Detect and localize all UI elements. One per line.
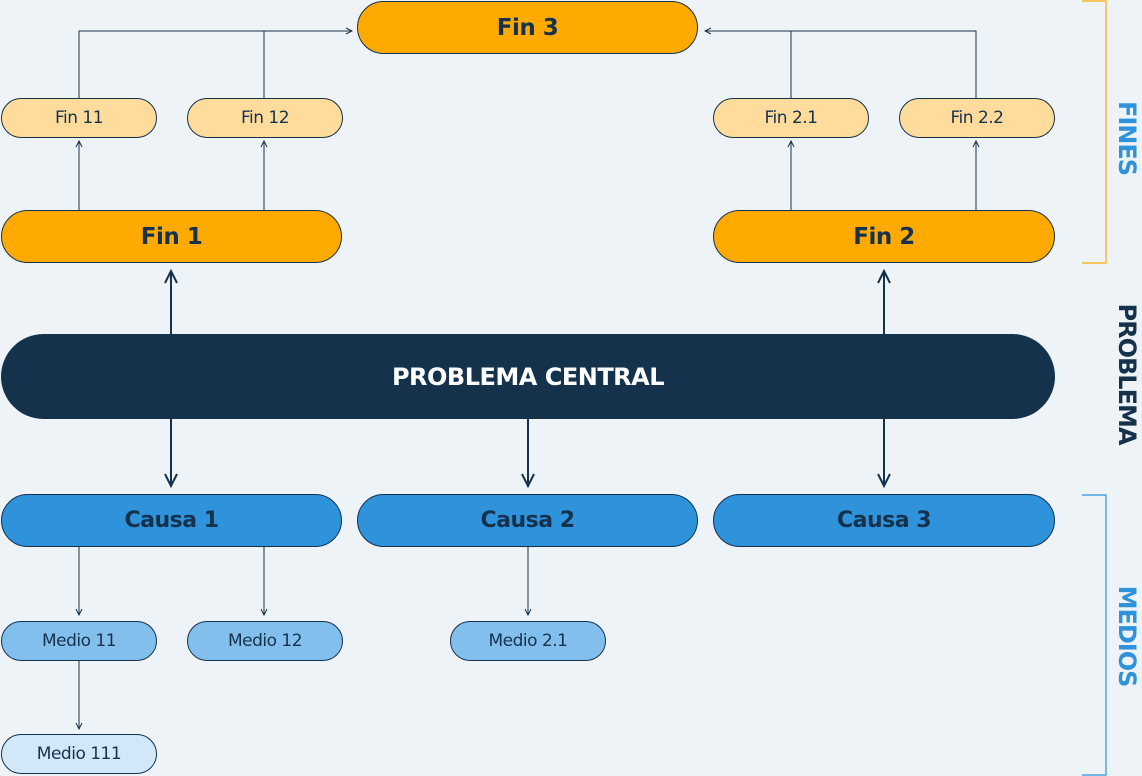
node-fin-1: Fin 1	[1, 210, 342, 263]
connector-fin11-to-fin3	[78, 31, 352, 98]
node-fin-11: Fin 11	[1, 98, 157, 138]
node-causa-2: Causa 2	[357, 494, 698, 547]
node-medio-12: Medio 12	[187, 621, 343, 661]
bracket-fines	[1082, 0, 1107, 264]
node-fin-2-2: Fin 2.2	[899, 98, 1055, 138]
node-fin-2: Fin 2	[713, 210, 1055, 263]
node-fin-2-1: Fin 2.1	[713, 98, 869, 138]
bracket-medios	[1082, 494, 1107, 776]
section-label-fines: FINES	[1113, 100, 1141, 176]
node-problema-central: PROBLEMA CENTRAL	[1, 334, 1055, 419]
node-causa-1: Causa 1	[1, 494, 342, 547]
node-fin-12: Fin 12	[187, 98, 343, 138]
section-label-problema: PROBLEMA	[1113, 303, 1141, 445]
node-causa-3: Causa 3	[713, 494, 1055, 547]
node-medio-2-1: Medio 2.1	[450, 621, 606, 661]
node-fin-3: Fin 3	[357, 1, 698, 54]
section-label-medios: MEDIOS	[1113, 585, 1141, 687]
connector-fin22-to-fin3	[705, 31, 977, 98]
node-medio-111: Medio 111	[1, 734, 157, 774]
node-medio-11: Medio 11	[1, 621, 157, 661]
